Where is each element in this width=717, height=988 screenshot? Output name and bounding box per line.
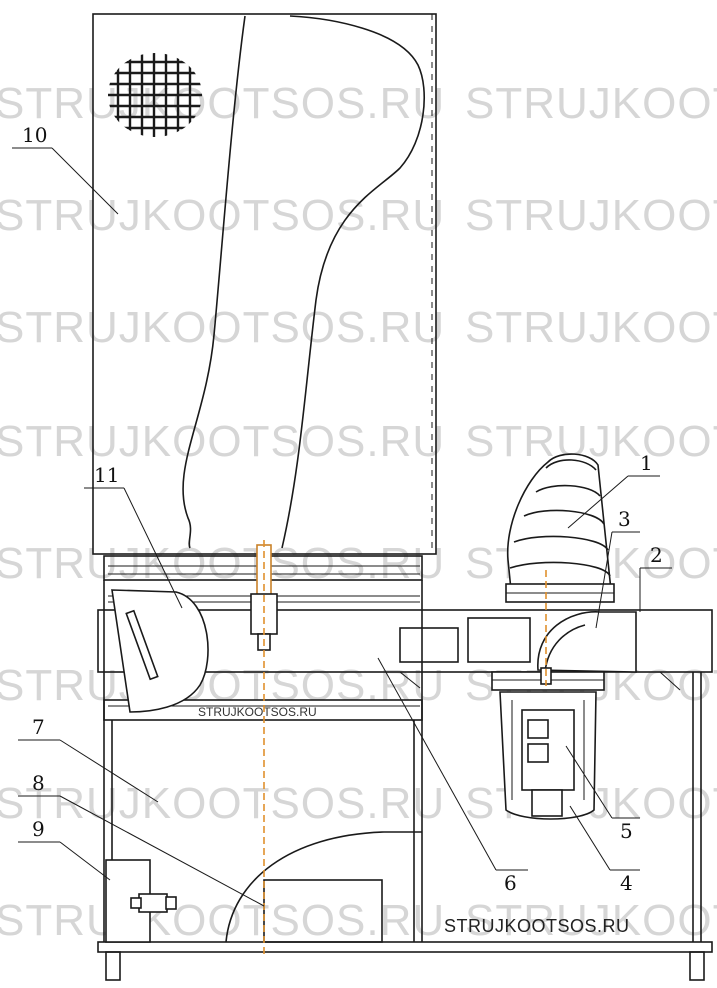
leader-11 (123, 487, 183, 609)
hose-body (506, 453, 613, 601)
control-knob-cap (165, 896, 177, 910)
watermark: STRUJKOOTSOS.RU (465, 79, 717, 128)
callout-9: 9 (32, 817, 45, 841)
duct-edge (659, 671, 681, 691)
watermark: STRUJKOOTSOS.RU (0, 303, 445, 352)
lower-frame (97, 672, 713, 981)
leader-5 (565, 745, 613, 819)
hose-ring (513, 535, 609, 551)
watermark: STRUJKOOTSOS.RU (0, 896, 445, 945)
flap-slot (125, 609, 159, 681)
duct-edge (399, 671, 421, 689)
brand-caption: STRUJKOOTSOS.RU (444, 916, 630, 936)
frame-foot (689, 951, 705, 981)
callout-2: 2 (650, 543, 663, 567)
leader-6 (377, 657, 497, 871)
duct-body (97, 609, 713, 673)
duct-panel (467, 617, 531, 663)
callout-11: 11 (94, 463, 119, 487)
flap-body (111, 589, 209, 713)
leader-1 (567, 475, 629, 529)
frame-base (97, 941, 713, 953)
hose-ring (509, 561, 611, 577)
leader-3 (595, 531, 613, 629)
hose-ring (523, 509, 605, 525)
filter-sleeve (182, 15, 426, 549)
watermark-layer: STRUJKOOTSOS.RU STRUJKOOTSOS.RU STRUJKOO… (0, 79, 717, 945)
callout-leaders (12, 147, 672, 907)
motor-terminal (527, 743, 549, 763)
motor-terminal (527, 719, 549, 739)
suction-hose (505, 453, 615, 603)
watermark: STRUJKOOTSOS.RU (0, 779, 445, 828)
leader-8 (59, 795, 265, 907)
hopper-box (263, 879, 383, 943)
callout-4: 4 (620, 871, 633, 895)
watermark: STRUJKOOTSOS.RU (465, 191, 717, 240)
leader-4 (569, 805, 611, 871)
watermark: STRUJKOOTSOS.RU (465, 896, 717, 945)
leader-10 (51, 147, 119, 215)
duct-panel (399, 627, 459, 663)
watermark: STRUJKOOTSOS.RU (0, 79, 445, 128)
callout-8: 8 (32, 771, 45, 795)
watermark: STRUJKOOTSOS.RU (0, 191, 445, 240)
impeller-housing (537, 611, 637, 673)
hopper-curve (225, 831, 422, 943)
callout-numbers: 10 11 7 8 9 1 3 2 6 5 4 (22, 123, 663, 895)
horizontal-duct (97, 609, 713, 691)
leader-7 (59, 739, 159, 803)
control-knob (138, 893, 168, 913)
hose-ring (535, 484, 601, 497)
watermark: STRUJKOOTSOS.RU (0, 661, 445, 710)
callout-6: 6 (504, 871, 517, 895)
callout-3: 3 (618, 507, 631, 531)
callout-7: 7 (32, 715, 45, 739)
watermark: STRUJKOOTSOS.RU (465, 303, 717, 352)
drum-bottom-band (103, 699, 423, 721)
callout-1: 1 (640, 451, 653, 475)
drum-caption: STRUJKOOTSOS.RU (198, 705, 317, 719)
leader-9 (59, 841, 111, 881)
hose-ring (545, 459, 597, 471)
watermark: STRUJKOOTSOS.RU (0, 417, 445, 466)
inlet-flap (111, 589, 209, 713)
frame-foot (105, 951, 121, 981)
callout-5: 5 (620, 819, 633, 843)
motor-foot (531, 789, 563, 817)
callout-10: 10 (22, 123, 47, 147)
motor-assembly (491, 671, 605, 820)
control-knob-base (130, 897, 142, 909)
